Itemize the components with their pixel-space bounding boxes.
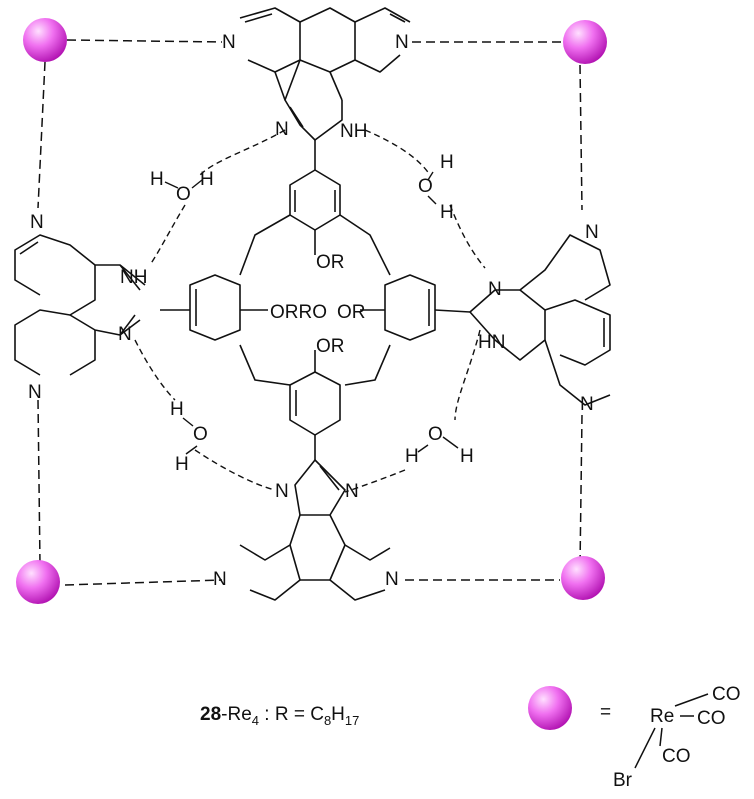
water-bottom-right-h2: H: [460, 446, 474, 467]
atom-nh-top-imidazole: NH: [340, 121, 367, 142]
atom-orro-middle: ORRO: [270, 302, 327, 323]
atom-n-right-imidazole: N: [488, 279, 502, 300]
legend-br: Br: [613, 770, 633, 791]
atom-n-top-left: N: [222, 32, 236, 53]
water-bottom-left-o: O: [193, 424, 208, 445]
legend-re-label: Re: [650, 706, 674, 727]
legend-equals: =: [600, 702, 611, 723]
atom-n-bottom-imidazole-left: N: [275, 481, 289, 502]
atom-hn-right-imidazole: HN: [478, 332, 505, 353]
water-bottom-left-h2: H: [175, 454, 189, 475]
atom-or-top: OR: [316, 252, 345, 273]
water-top-right-h1: H: [440, 152, 454, 173]
atom-n-bottom-imidazole-right: N: [345, 481, 359, 502]
water-top-left-h1: H: [150, 169, 164, 190]
legend-re-sphere: [528, 686, 572, 730]
legend-co-bottom: CO: [662, 746, 691, 767]
legend-bonds: [634, 693, 709, 769]
re-count-subscript: 4: [252, 713, 259, 728]
carbon-count-subscript: 8: [324, 713, 331, 728]
atom-labels: N N N NH N NH N N N N HN N N N N N OR OR…: [28, 32, 599, 590]
water-bottom-left-h1: H: [170, 399, 184, 420]
re-sphere-top-left: [23, 18, 67, 62]
atom-or-right: OR: [337, 302, 366, 323]
compound-number: 28: [200, 704, 221, 725]
water-top-right-o: O: [418, 176, 433, 197]
complex-suffix: -Re: [221, 704, 252, 725]
atom-n-bottom-left: N: [213, 569, 227, 590]
legend-co-right: CO: [697, 708, 726, 729]
atom-n-bottom-right: N: [385, 569, 399, 590]
hydrogen-symbol: H: [331, 704, 345, 725]
water-top-right-h2: H: [440, 202, 454, 223]
legend: = Re CO CO CO Br: [528, 684, 741, 791]
water-bottom-right-h1: H: [405, 446, 419, 467]
compound-caption: 28-Re4 : R = C8H17: [200, 704, 359, 728]
atom-n-left-imidazole: N: [118, 324, 132, 345]
re-sphere-bottom-left: [16, 560, 60, 604]
re-sphere-top-right: [563, 20, 607, 64]
atom-n-right-bottom: N: [580, 394, 594, 415]
coordination-dashes: [37, 39, 583, 586]
atom-n-left-top: N: [30, 212, 44, 233]
water-bonds: [164, 171, 459, 455]
legend-co-top: CO: [712, 684, 741, 705]
atom-n-top-imidazole: N: [275, 119, 289, 140]
water-top-left-o: O: [176, 184, 191, 205]
rhenium-spheres: [16, 18, 607, 604]
r-definition: : R = C: [259, 704, 324, 725]
atom-n-right-top: N: [585, 222, 599, 243]
atom-or-bottom: OR: [316, 336, 345, 357]
atom-n-top-right: N: [395, 32, 409, 53]
re-sphere-bottom-right: [561, 556, 605, 600]
atom-n-left-bottom: N: [28, 382, 42, 403]
hydrogen-bond-dashes: [134, 129, 486, 493]
covalent-bonds: [14, 7, 611, 601]
caption-text: 28-Re4 : R = C8H17: [200, 704, 359, 728]
atom-nh-left-imidazole: NH: [120, 267, 147, 288]
hydrogen-count-subscript: 17: [345, 713, 359, 728]
water-bottom-right-o: O: [428, 424, 443, 445]
water-top-left-h2: H: [200, 169, 214, 190]
